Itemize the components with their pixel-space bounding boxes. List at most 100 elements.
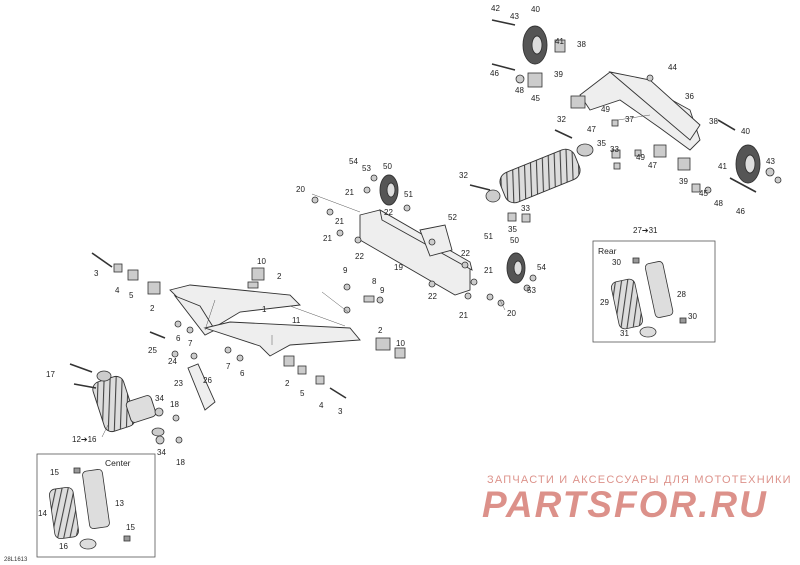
callout: 17 bbox=[46, 370, 55, 379]
callout: 38 bbox=[709, 117, 718, 126]
callout: 19 bbox=[394, 263, 403, 272]
callout: 40 bbox=[531, 5, 540, 14]
callout: 2 bbox=[150, 304, 155, 313]
center-inset-frame bbox=[36, 453, 156, 558]
callout: 31 bbox=[620, 329, 629, 338]
callout: 49 bbox=[601, 105, 610, 114]
center-inset-parts bbox=[49, 467, 131, 550]
idler-wheel-40-right bbox=[735, 144, 761, 184]
rear-inset-title: Rear bbox=[598, 246, 617, 256]
callout: 7 bbox=[188, 339, 193, 348]
callout: 21 bbox=[345, 188, 354, 197]
callout: 5 bbox=[129, 291, 134, 300]
callout: 9 bbox=[343, 266, 348, 275]
front-upper-arm bbox=[169, 284, 301, 336]
callout: 10 bbox=[257, 257, 266, 266]
front-shock-absorber bbox=[92, 370, 165, 437]
callout: 33 bbox=[521, 204, 530, 213]
callout: 35 bbox=[508, 225, 517, 234]
callout: 43 bbox=[510, 12, 519, 21]
callout: 28 bbox=[677, 290, 686, 299]
callout: 44 bbox=[668, 63, 677, 72]
callout: 13 bbox=[115, 499, 124, 508]
callout: 53 bbox=[527, 286, 536, 295]
callout-labels: 1 2 2 2 2 3 3 4 4 5 5 6 6 7 7 8 9 9 10 1… bbox=[38, 4, 775, 551]
rear-upper-arm bbox=[579, 71, 701, 151]
callout: 2 bbox=[285, 379, 290, 388]
callout: 36 bbox=[685, 92, 694, 101]
callout: 30 bbox=[688, 312, 697, 321]
callout: 40 bbox=[741, 127, 750, 136]
rear-shock-absorber bbox=[485, 143, 594, 204]
callout: 22 bbox=[461, 249, 470, 258]
callout: 53 bbox=[362, 164, 371, 173]
callout: 15 bbox=[50, 468, 59, 477]
callout: 46 bbox=[490, 69, 499, 78]
callout: 14 bbox=[38, 509, 47, 518]
callout: 6 bbox=[240, 369, 245, 378]
rear-inset-parts bbox=[610, 257, 687, 338]
callout: 15 bbox=[126, 523, 135, 532]
watermark-tagline: ЗАПЧАСТИ И АКСЕССУАРЫ ДЛЯ МОТОТЕХНИКИ bbox=[487, 474, 792, 486]
callout: 22 bbox=[428, 292, 437, 301]
skid-frame bbox=[359, 209, 473, 296]
center-inset-title: Center bbox=[105, 458, 131, 468]
callout: 42 bbox=[491, 4, 500, 13]
callout: 38 bbox=[577, 40, 586, 49]
callout: 41 bbox=[555, 37, 564, 46]
callout: 18 bbox=[170, 400, 179, 409]
callout: 5 bbox=[300, 389, 305, 398]
front-lower-arm bbox=[203, 321, 361, 357]
callout: 49 bbox=[636, 153, 645, 162]
callout: 4 bbox=[319, 401, 324, 410]
callout: 35 bbox=[597, 139, 606, 148]
callout: 20 bbox=[296, 185, 305, 194]
callout: 51 bbox=[484, 232, 493, 241]
callout: 51 bbox=[404, 190, 413, 199]
callout: 52 bbox=[448, 213, 457, 222]
callout: 41 bbox=[718, 162, 727, 171]
callout: 46 bbox=[736, 207, 745, 216]
callout: 29 bbox=[600, 298, 609, 307]
callout: 45 bbox=[699, 189, 708, 198]
callout: 16 bbox=[59, 542, 68, 551]
callout: 34 bbox=[157, 448, 166, 457]
callout: 45 bbox=[531, 94, 540, 103]
callout: 32 bbox=[557, 115, 566, 124]
leader-lines bbox=[101, 114, 651, 438]
callout: 21 bbox=[323, 234, 332, 243]
callout: 39 bbox=[679, 177, 688, 186]
callout: 22 bbox=[384, 208, 393, 217]
link-plate bbox=[187, 363, 216, 411]
callout: 3 bbox=[94, 269, 99, 278]
drawing-id: 28L1613 bbox=[4, 557, 28, 563]
callout: 50 bbox=[510, 236, 519, 245]
callout: 39 bbox=[554, 70, 563, 79]
callout: 37 bbox=[625, 115, 634, 124]
callout: 18 bbox=[176, 458, 185, 467]
callout: 48 bbox=[515, 86, 524, 95]
callout: 21 bbox=[335, 217, 344, 226]
callout: 32 bbox=[459, 171, 468, 180]
callout: 10 bbox=[396, 339, 405, 348]
callout: 11 bbox=[292, 316, 301, 325]
callout: 9 bbox=[380, 286, 385, 295]
callout: 1 bbox=[262, 305, 267, 314]
callout: 4 bbox=[115, 286, 120, 295]
callout: 21 bbox=[484, 266, 493, 275]
callout: 33 bbox=[610, 145, 619, 154]
idler-wheel-50-top bbox=[379, 174, 399, 206]
callout: 22 bbox=[355, 252, 364, 261]
callout: 54 bbox=[537, 263, 546, 272]
callout: 6 bbox=[176, 334, 181, 343]
callout: 23 bbox=[174, 379, 183, 388]
callout: 47 bbox=[587, 125, 596, 134]
rear-inset-frame bbox=[592, 240, 716, 343]
hardware-parts bbox=[69, 19, 782, 445]
callout: 54 bbox=[349, 157, 358, 166]
watermark-brand: PARTSFOR.RU bbox=[482, 484, 768, 525]
callout: 47 bbox=[648, 161, 657, 170]
callout: 2 bbox=[277, 272, 282, 281]
